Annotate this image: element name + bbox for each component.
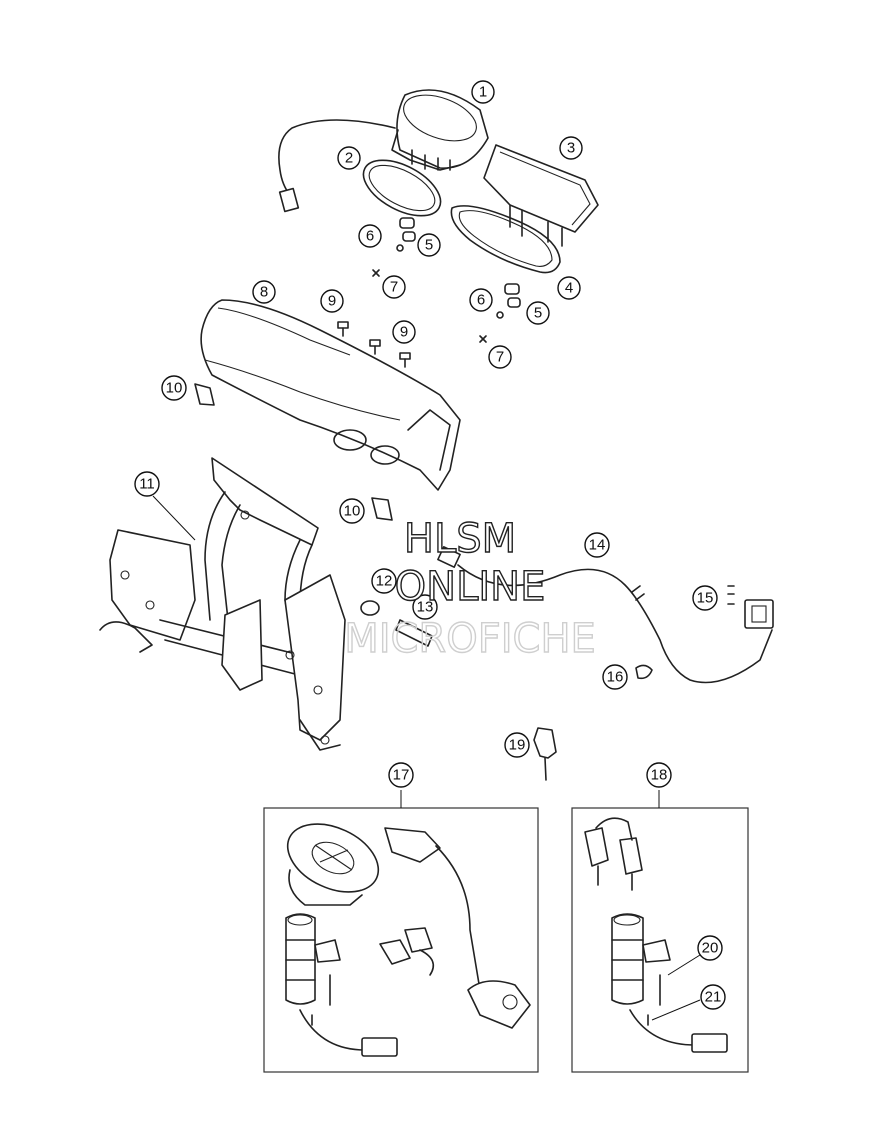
sensor-fasteners (635, 585, 735, 680)
svg-text:14: 14 (589, 537, 606, 554)
callout-7: 7 (382, 275, 406, 299)
callout-10: 10 (161, 375, 187, 401)
meter-cover-part (200, 299, 461, 491)
lock-set-18-parts (584, 817, 728, 1053)
svg-text:8: 8 (260, 284, 268, 301)
svg-text:17: 17 (393, 767, 410, 784)
svg-text:7: 7 (390, 279, 398, 296)
speed-sensor-cable-part (437, 546, 774, 684)
watermark-line-2: ONLINE (395, 564, 546, 610)
svg-text:12: 12 (376, 573, 393, 590)
svg-text:7: 7 (496, 349, 504, 366)
callout-7: 7 (488, 345, 512, 369)
callout-1: 1 (471, 80, 495, 104)
callout-15: 15 (692, 585, 718, 611)
svg-text:9: 9 (328, 293, 336, 310)
svg-text:1: 1 (479, 84, 487, 101)
callout-5: 5 (526, 301, 550, 325)
svg-text:6: 6 (366, 228, 374, 245)
svg-text:10: 10 (166, 380, 183, 397)
tachometer-part (483, 144, 599, 247)
svg-text:9: 9 (400, 324, 408, 341)
spring-clips (194, 383, 393, 521)
svg-text:10: 10 (344, 503, 361, 520)
callout-17: 17 (388, 762, 414, 788)
callout-9: 9 (392, 320, 416, 344)
svg-text:2: 2 (345, 150, 353, 167)
callout-19: 19 (504, 732, 530, 758)
svg-text:3: 3 (567, 140, 575, 157)
svg-text:4: 4 (565, 280, 573, 297)
bushing-bolt-parts (360, 600, 433, 647)
callout-3: 3 (559, 136, 583, 160)
callout-8: 8 (252, 280, 276, 304)
callout-14: 14 (584, 532, 610, 558)
watermark: HLSM ONLINE MICROFICHE (343, 515, 596, 662)
watermark-line-1: HLSM (404, 516, 516, 562)
callout-11: 11 (134, 471, 160, 497)
svg-text:13: 13 (417, 599, 434, 616)
svg-text:6: 6 (477, 292, 485, 309)
mounting-screws (337, 321, 411, 368)
callout-20: 20 (697, 935, 723, 961)
callout-16: 16 (602, 664, 628, 690)
tachometer-gasket-part (450, 205, 561, 274)
svg-text:15: 15 (697, 590, 714, 607)
callout-4: 4 (557, 276, 581, 300)
svg-text:19: 19 (509, 737, 526, 754)
callout-6: 6 (358, 224, 382, 248)
callout-12: 12 (371, 568, 397, 594)
callout-5: 5 (417, 233, 441, 257)
svg-text:18: 18 (651, 767, 668, 784)
watermark-line-3: MICROFICHE (344, 616, 596, 662)
callout-2: 2 (337, 146, 361, 170)
callout-21: 21 (700, 984, 726, 1010)
svg-text:21: 21 (705, 989, 722, 1006)
callout-18: 18 (646, 762, 672, 788)
ignition-key-part (533, 727, 557, 781)
callout-6: 6 (469, 288, 493, 312)
callout-13: 13 (412, 594, 438, 620)
svg-text:5: 5 (534, 305, 542, 322)
lock-set-box-18 (571, 807, 749, 1073)
speedometer-gasket-part (362, 159, 442, 217)
svg-text:5: 5 (425, 237, 433, 254)
svg-text:20: 20 (702, 940, 719, 957)
lock-set-17-parts (285, 823, 531, 1057)
speedometer-part (278, 89, 489, 213)
leader-lines (152, 495, 701, 1021)
callout-10: 10 (339, 498, 365, 524)
grommet-nut-hardware (372, 217, 521, 343)
callout-9: 9 (320, 289, 344, 313)
svg-text:16: 16 (607, 669, 624, 686)
headlight-bracket-part (99, 457, 346, 751)
svg-text:11: 11 (139, 476, 155, 493)
